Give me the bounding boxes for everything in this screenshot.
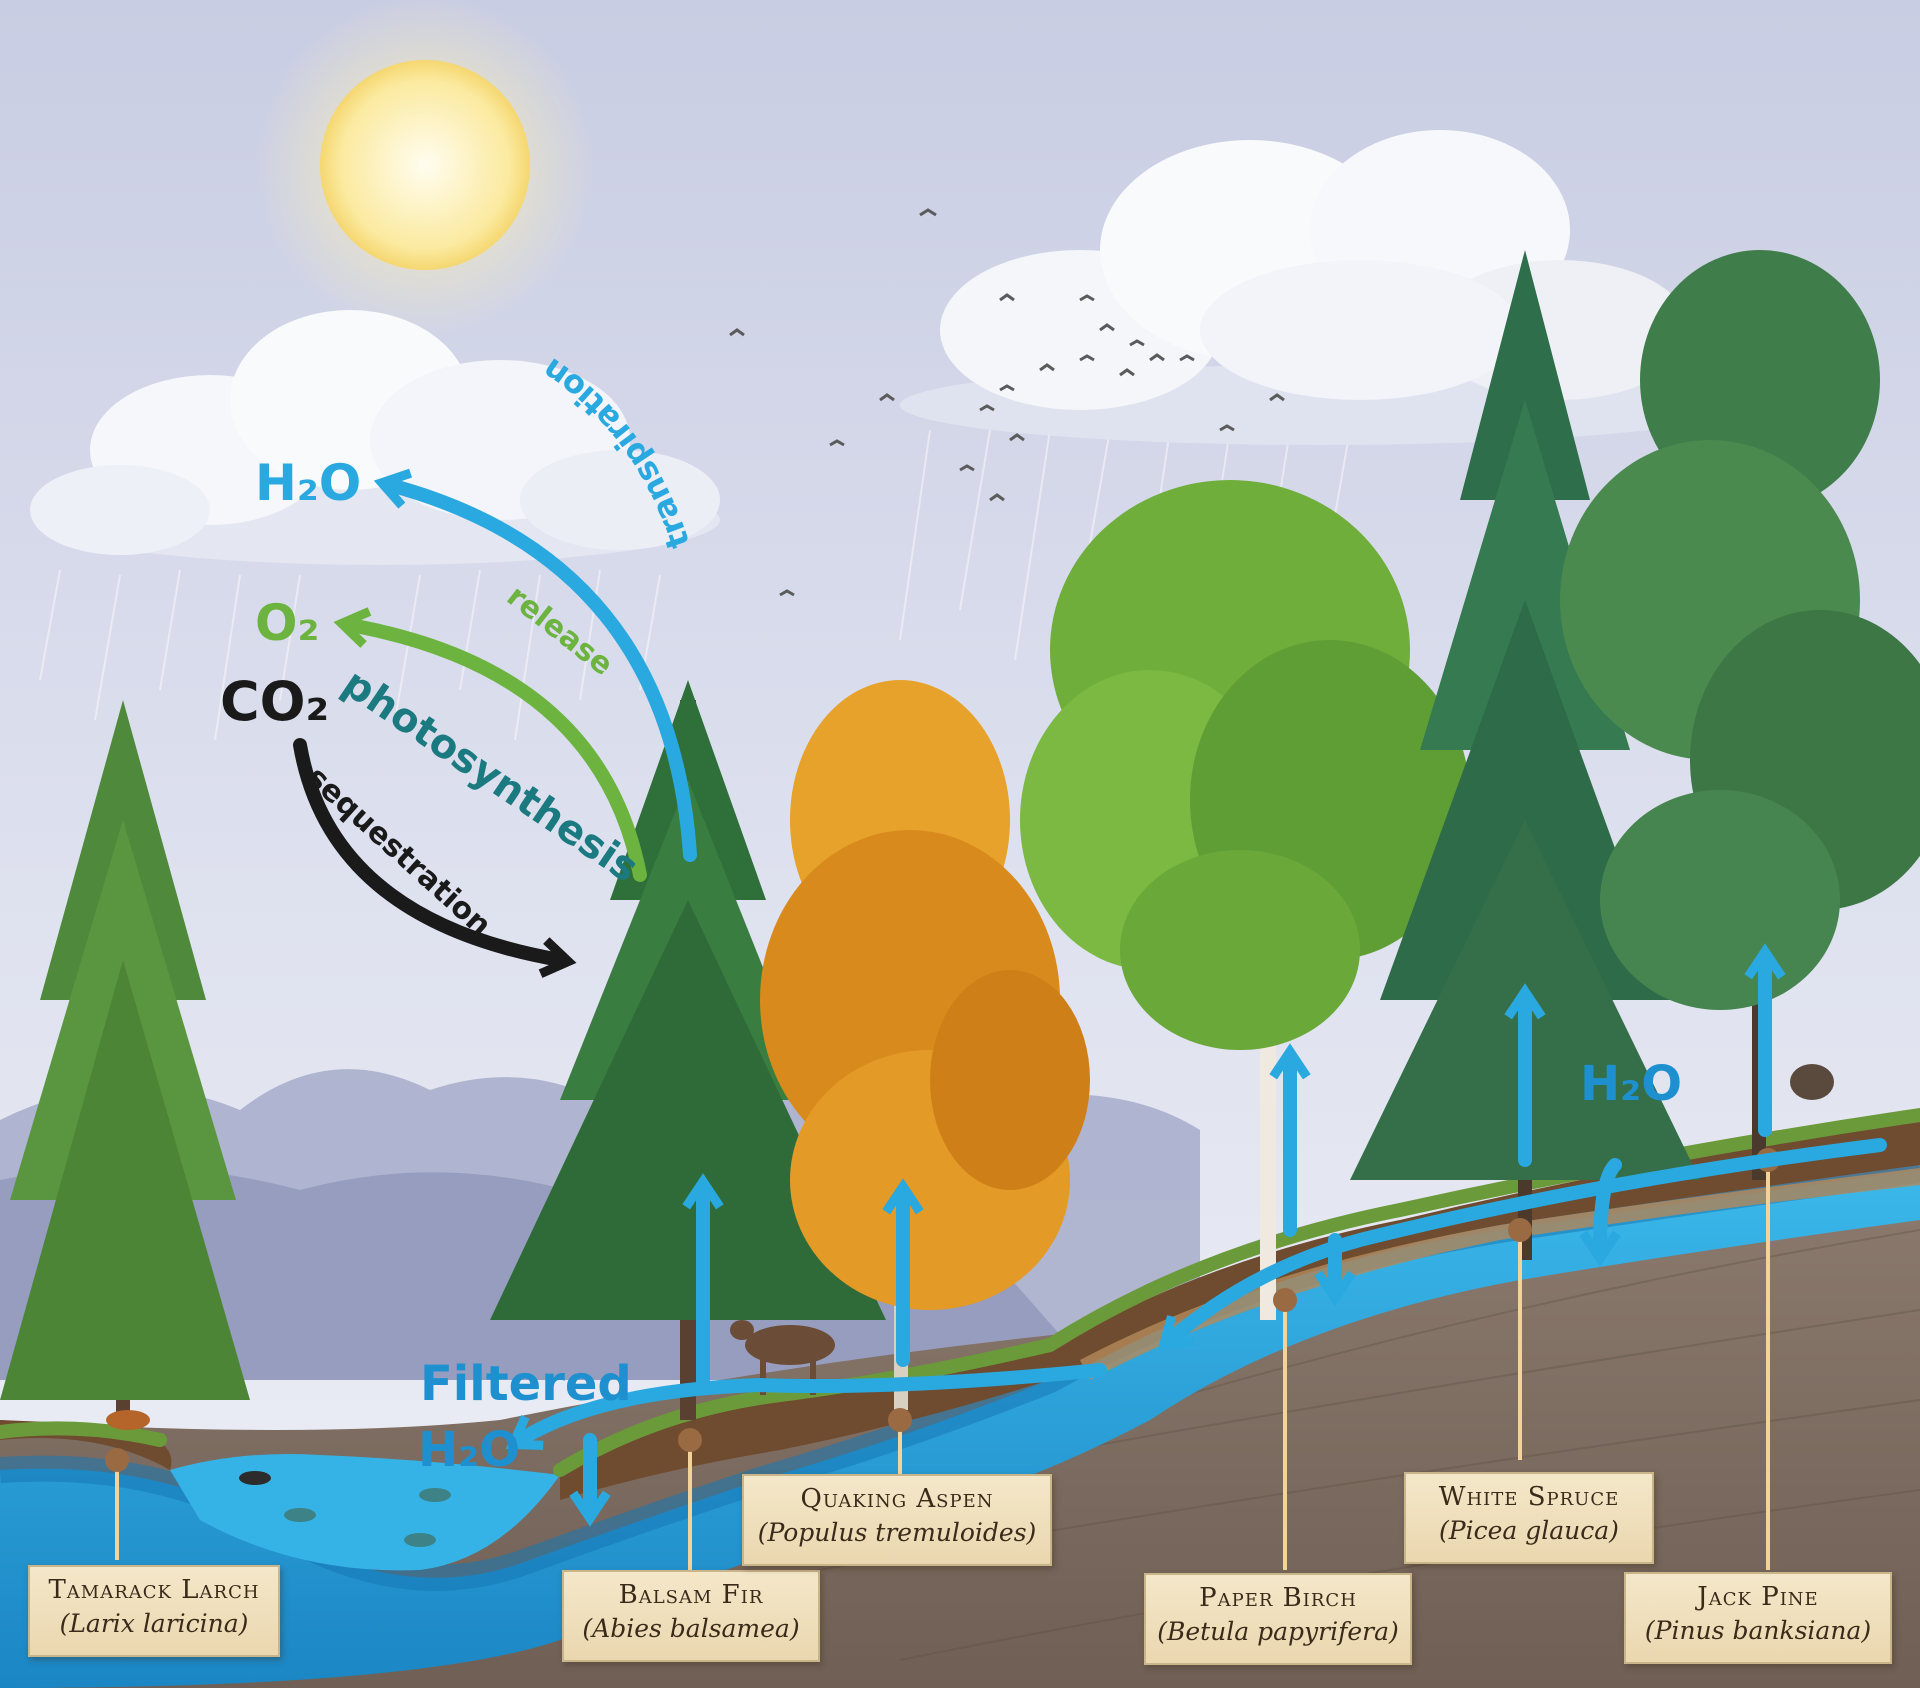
sign-common-name: Quaking Aspen bbox=[800, 1484, 994, 1514]
sign-tamarack-larch: Tamarack Larch (Larix laricina) bbox=[28, 1565, 280, 1657]
sign-latin-name: (Picea glauca) bbox=[1439, 1516, 1619, 1545]
loon bbox=[239, 1471, 271, 1485]
sequestration-arrow bbox=[293, 738, 577, 978]
h2o-ground-label: H₂O bbox=[1580, 1056, 1682, 1112]
groundwater bbox=[0, 1170, 1920, 1688]
lake bbox=[170, 1454, 560, 1571]
cloud-left bbox=[30, 310, 720, 565]
wolf bbox=[1790, 1064, 1834, 1100]
sign-common-name: Tamarack Larch bbox=[48, 1575, 260, 1605]
sign-latin-name: (Betula papyrifera) bbox=[1157, 1617, 1399, 1646]
tree-paper-birch bbox=[1020, 480, 1470, 1320]
sign-latin-name: (Abies balsamea) bbox=[582, 1614, 800, 1643]
sign-common-name: White Spruce bbox=[1438, 1482, 1620, 1512]
sign-white-spruce: White Spruce (Picea glauca) bbox=[1404, 1472, 1654, 1564]
root-markers bbox=[115, 1160, 1770, 1610]
sign-latin-name: (Pinus banksiana) bbox=[1644, 1616, 1872, 1645]
sign-balsam-fir: Balsam Fir (Abies balsamea) bbox=[562, 1570, 820, 1662]
o2-label: O₂ bbox=[255, 594, 319, 652]
fox bbox=[106, 1410, 150, 1430]
sign-common-name: Paper Birch bbox=[1199, 1583, 1357, 1613]
tree-tamarack-larch bbox=[0, 700, 250, 1420]
sign-latin-name: (Larix laricina) bbox=[59, 1609, 249, 1638]
flock-of-birds bbox=[729, 208, 1285, 597]
oxygen-release-arrow bbox=[333, 607, 647, 882]
transpiration-arrow bbox=[373, 468, 697, 862]
fish bbox=[284, 1488, 451, 1547]
rain bbox=[39, 429, 1351, 741]
co2-label: CO₂ bbox=[220, 670, 329, 733]
sign-common-name: Jack Pine bbox=[1697, 1582, 1819, 1612]
sign-quaking-aspen: Quaking Aspen (Populus tremuloides) bbox=[742, 1474, 1052, 1566]
sun bbox=[320, 60, 530, 270]
h2o-atmosphere-label: H₂O bbox=[255, 454, 361, 512]
tree-quaking-aspen bbox=[760, 680, 1090, 1410]
sign-paper-birch: Paper Birch (Betula papyrifera) bbox=[1144, 1573, 1412, 1665]
sign-latin-name: (Populus tremuloides) bbox=[757, 1518, 1037, 1547]
groundwater-flow-arrows bbox=[505, 943, 1887, 1527]
filtered-h2o-label: H₂O bbox=[418, 1422, 520, 1478]
filtered-label: Filtered bbox=[420, 1356, 632, 1412]
sign-jack-pine: Jack Pine (Pinus banksiana) bbox=[1624, 1572, 1892, 1664]
caribou bbox=[730, 1320, 835, 1395]
sign-common-name: Balsam Fir bbox=[618, 1580, 764, 1610]
tree-jack-pine bbox=[1560, 250, 1920, 1180]
